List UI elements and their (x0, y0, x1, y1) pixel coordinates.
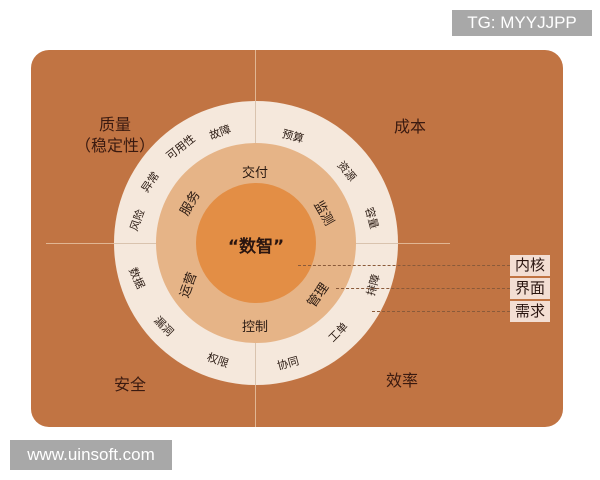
legend-interface: 界面 (510, 278, 550, 299)
leader-line-interface (336, 288, 510, 289)
inner-circle (196, 183, 316, 303)
watermark-bottom-left: www.uinsoft.com (10, 440, 172, 470)
leader-line-requirement (372, 311, 510, 312)
middle-ring-item: 交付 (242, 166, 269, 181)
middle-ring-item: 控制 (242, 320, 269, 335)
watermark-top-right: TG: MYYJJPP (452, 10, 592, 36)
quadrant-efficiency: 效率 (385, 371, 418, 390)
quadrant-quality-subtitle: （稳定性） (74, 136, 155, 155)
leader-line-kernel (298, 265, 510, 266)
quadrant-quality-title: 质量 (98, 115, 131, 134)
center-label: “数智” (227, 237, 285, 257)
legend-requirement: 需求 (510, 301, 550, 322)
quadrant-quality: 质量 （稳定性） (60, 114, 170, 156)
legend-kernel: 内核 (510, 255, 550, 276)
quadrant-security: 安全 (113, 375, 146, 394)
quadrant-cost: 成本 (393, 117, 426, 136)
